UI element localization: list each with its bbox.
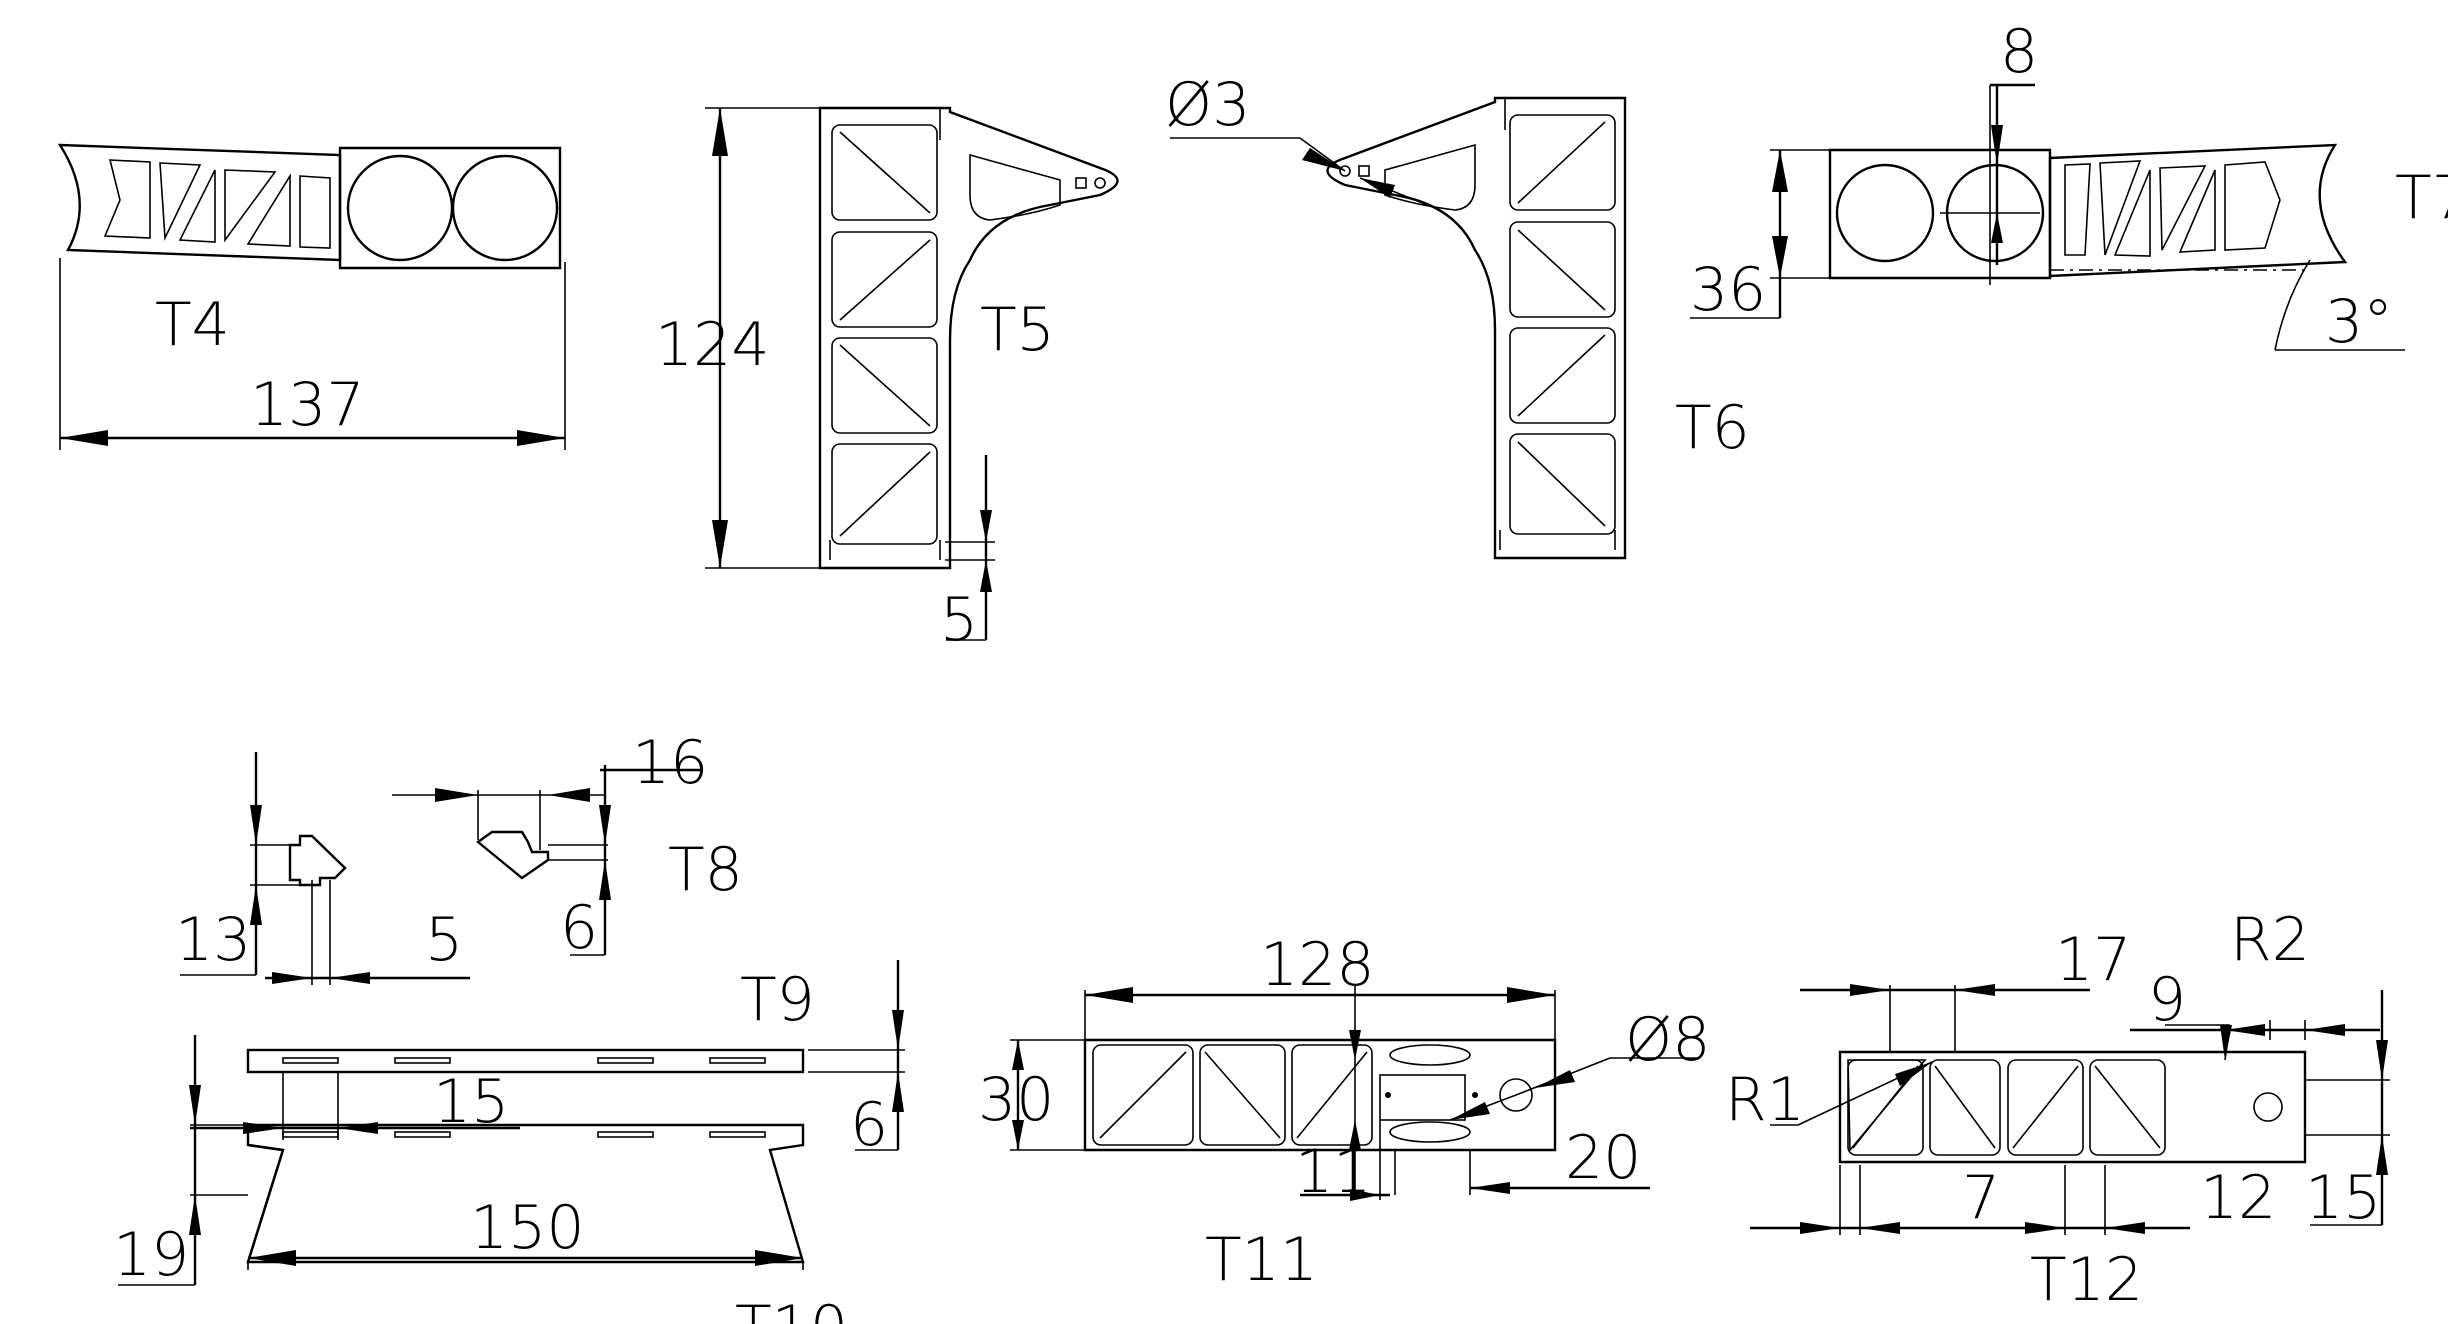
dimension-19: 19 [113,1220,189,1290]
dimension-137: 137 [250,370,365,440]
part-label-t8: T8 [668,835,743,905]
part-label-t6: T6 [1675,393,1750,463]
part-t6-drawing [1170,96,1627,560]
dimension-124: 124 [655,310,770,380]
dimension-6-t8: 6 [560,893,598,963]
dimension-R2: R2 [2230,905,2310,975]
part-label-t9: T9 [740,965,815,1035]
dimension-13: 13 [175,905,251,975]
dimension-150: 150 [470,1193,585,1263]
part-label-t5: T5 [980,295,1055,365]
dimension-5-t5: 5 [940,585,978,655]
part-t9-drawing [246,960,905,1151]
part-label-t10: T10 [735,1293,848,1324]
part-t7-drawing [1690,83,2405,351]
part-t9-small-drawing [180,752,470,985]
dimension-20: 20 [1565,1123,1641,1193]
part-t5-drawing [705,106,1119,641]
dimension-3-degrees: 3° [2325,287,2393,357]
dimension-17: 17 [2055,925,2131,995]
dimension-15-t10: 15 [433,1067,509,1137]
dimension-11: 11 [1295,1137,1371,1207]
dimension-128: 128 [1260,930,1375,1000]
dimension-30: 30 [978,1065,1054,1135]
dimension-8: 8 [2000,17,2038,87]
part-label-t4: T4 [155,290,230,360]
dimension-5-t9: 5 [425,905,463,975]
dimension-15-t12: 15 [2305,1163,2381,1233]
part-t4-drawing [57,143,566,450]
dimension-diameter-8: Ø8 [1625,1005,1710,1075]
part-t10-drawing [118,1035,805,1286]
dimension-7: 7 [1962,1163,2000,1233]
dimension-diameter-3: Ø3 [1165,70,1250,140]
part-label-t12: T12 [2030,1245,2143,1315]
dimension-R1: R1 [1725,1065,1805,1135]
dimension-12: 12 [2200,1163,2276,1233]
part-t12-drawing [1750,984,2390,1235]
dimension-6-t9: 6 [850,1090,888,1160]
part-label-t11: T11 [1205,1225,1318,1295]
part-t11-drawing [1010,985,1700,1201]
dimension-9: 9 [2148,965,2186,1035]
part-t8-drawing [392,765,700,956]
dimension-36: 36 [1690,255,1766,325]
part-label-t7: T7 [2395,163,2448,233]
dimension-16: 16 [632,728,708,798]
